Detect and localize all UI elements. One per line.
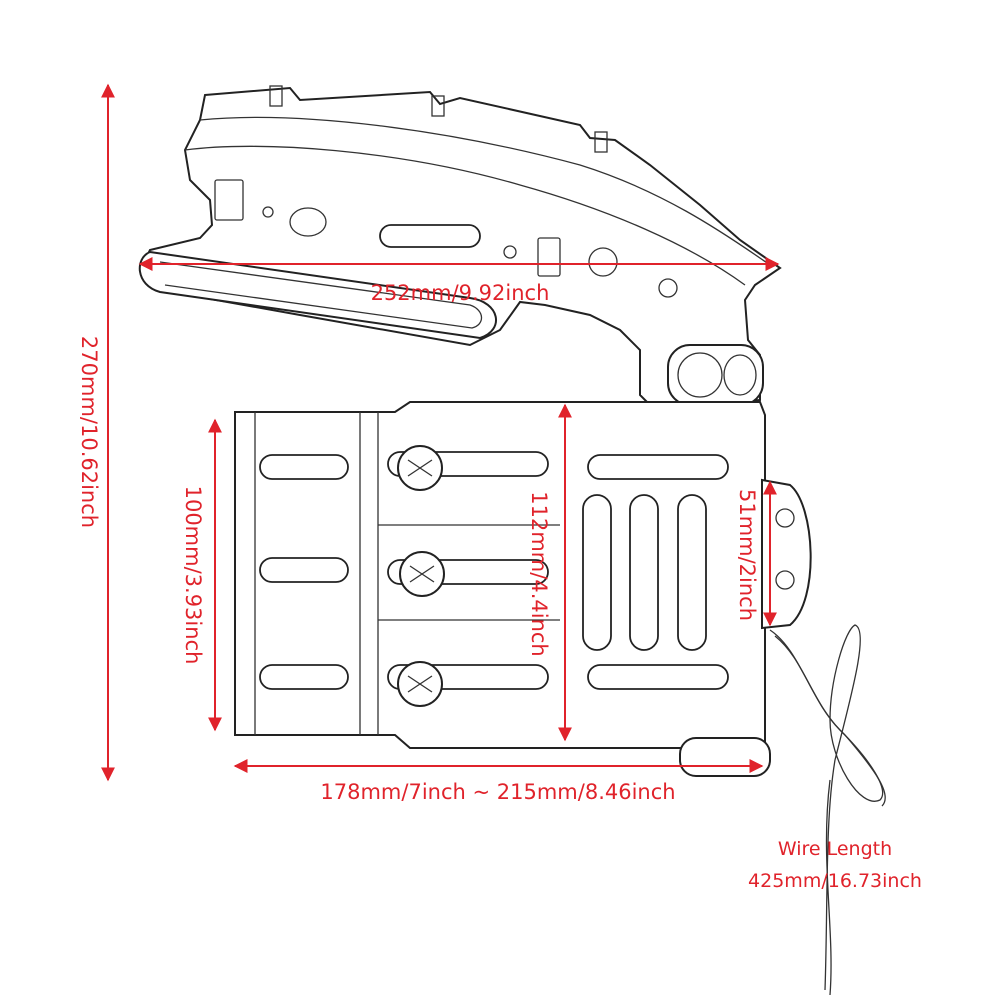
wire-length-value: 425mm/16.73inch xyxy=(748,870,922,892)
fender-bracket-drawing xyxy=(138,85,782,406)
top-width-label: 252mm/9.92inch xyxy=(371,281,550,305)
plate-width-label: 178mm/7inch ~ 215mm/8.46inch xyxy=(320,780,675,804)
wire-length-title: Wire Length xyxy=(778,838,892,860)
dimension-lines xyxy=(101,83,780,782)
screw-icon xyxy=(399,551,445,597)
bracket-height-label: 112mm/4.4inch xyxy=(527,491,551,656)
plate-bracket-drawing xyxy=(234,401,812,777)
overall-height-label: 270mm/10.62inch xyxy=(77,336,101,528)
screw-icon xyxy=(397,445,443,491)
screw-icon xyxy=(397,661,443,707)
light-height-label: 51mm/2inch xyxy=(735,489,759,621)
wire-drawing xyxy=(769,624,886,996)
plate-height-label: 100mm/3.93inch xyxy=(181,486,205,665)
